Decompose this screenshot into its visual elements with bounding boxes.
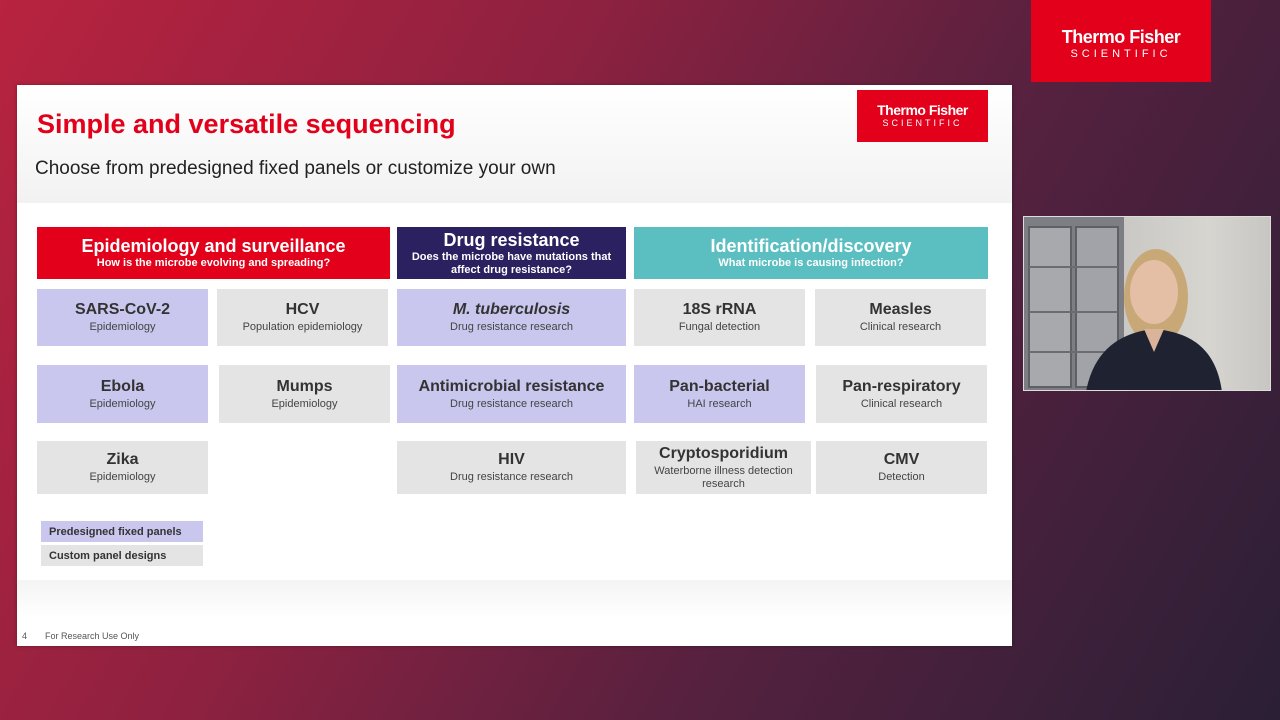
slide-title: Simple and versatile sequencing — [37, 109, 456, 139]
tile-ebola: Ebola Epidemiology — [37, 365, 208, 423]
tile-m-tuberculosis: M. tuberculosis Drug resistance research — [397, 289, 626, 346]
tile-antimicrobial-resistance: Antimicrobial resistance Drug resistance… — [397, 365, 626, 423]
presenter-webcam-video — [1023, 216, 1271, 391]
slide-page-number: 4 — [22, 631, 28, 641]
legend-fixed-panels: Predesigned fixed panels — [41, 521, 203, 542]
slide-header-band — [17, 85, 1012, 203]
tile-pan-bacterial: Pan-bacterial HAI research — [634, 365, 805, 423]
slide-subtitle: Choose from predesigned fixed panels or … — [35, 158, 556, 179]
tile-pan-respiratory: Pan-respiratory Clinical research — [816, 365, 987, 423]
tile-hcv: HCV Population epidemiology — [217, 289, 388, 346]
presenter-video-frame — [1024, 217, 1222, 390]
presentation-slide: Thermo Fisher SCIENTIFIC Simple and vers… — [17, 85, 1012, 646]
tile-sars-cov-2: SARS-CoV-2 Epidemiology — [37, 289, 208, 346]
slide-footer-text: For Research Use Only — [45, 631, 140, 641]
tile-cryptosporidium: Cryptosporidium Waterborne illness detec… — [636, 441, 811, 494]
thermo-fisher-logo: Thermo Fisher SCIENTIFIC — [1031, 0, 1211, 82]
tile-18s-rrna: 18S rRNA Fungal detection — [634, 289, 805, 346]
tile-measles: Measles Clinical research — [815, 289, 986, 346]
tile-hiv: HIV Drug resistance research — [397, 441, 626, 494]
tile-mumps: Mumps Epidemiology — [219, 365, 390, 423]
slide-logo: Thermo Fisher SCIENTIFIC — [857, 90, 988, 142]
tile-zika: Zika Epidemiology — [37, 441, 208, 494]
category-drug-resistance-header: Drug resistance Does the microbe have mu… — [397, 227, 626, 279]
category-identification-header: Identification/discovery What microbe is… — [634, 227, 988, 279]
legend-custom-panels: Custom panel designs — [41, 545, 203, 566]
category-epidemiology-header: Epidemiology and surveillance How is the… — [37, 227, 390, 279]
tile-cmv: CMV Detection — [816, 441, 987, 494]
slide-footer-band — [17, 580, 1012, 618]
